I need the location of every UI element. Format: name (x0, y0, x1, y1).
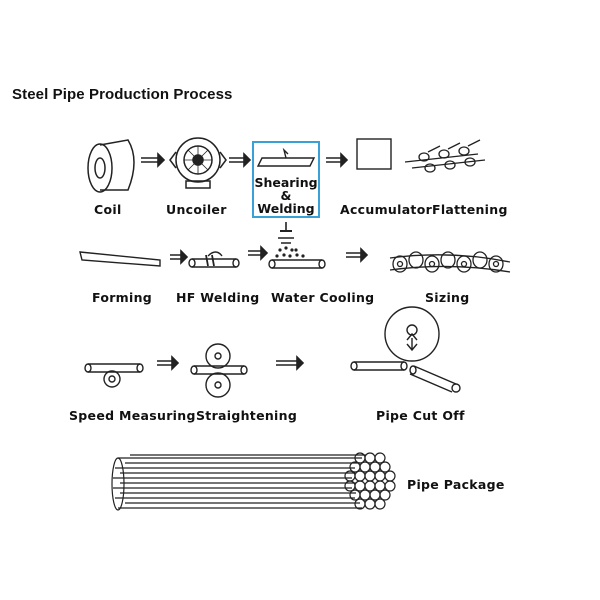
label-water-cooling: Water Cooling (271, 290, 375, 305)
label-flattening: Flattening (432, 202, 508, 217)
flow-arrow (170, 249, 189, 265)
shearing-welding-highlight (252, 141, 320, 218)
label-coil: Coil (94, 202, 122, 217)
flow-arrow (346, 247, 369, 263)
label-forming: Forming (92, 290, 153, 305)
uncoiler-icon (169, 137, 227, 189)
label-speed-measuring: Speed Measuring (69, 408, 196, 423)
flow-arrow (276, 355, 305, 371)
label-pipe-package: Pipe Package (407, 477, 505, 492)
coil-icon (87, 139, 135, 193)
shearing-welding-icon (256, 147, 316, 167)
label-hf-welding: HF Welding (176, 290, 260, 305)
label-welding: Welding (257, 201, 315, 216)
label-accumulator: Accumulator (340, 202, 433, 217)
flow-arrow (248, 245, 269, 261)
water-cooling-icon (268, 237, 326, 269)
label-pipe-cut-off: Pipe Cut Off (376, 408, 465, 423)
flow-arrow (157, 355, 180, 371)
sizing-icon (389, 251, 511, 273)
flattening-icon (404, 139, 486, 173)
label-sizing: Sizing (425, 290, 470, 305)
down-arrow (280, 222, 292, 232)
label-shearing-welding: Shearing & Welding (252, 176, 320, 215)
flow-arrow (326, 152, 349, 168)
forming-icon (79, 251, 161, 267)
label-straightening: Straightening (196, 408, 298, 423)
accumulator-icon (356, 138, 392, 170)
speed-measuring-icon (84, 363, 144, 388)
hf-welding-icon (188, 251, 240, 268)
flow-arrow (229, 152, 252, 168)
pipe-package-icon (111, 452, 396, 511)
pipe-cut-off-icon (350, 306, 461, 393)
flow-arrow (141, 152, 166, 168)
page-title: Steel Pipe Production Process (12, 86, 233, 103)
label-uncoiler: Uncoiler (166, 202, 227, 217)
label-shearing: Shearing (254, 175, 318, 190)
straightening-icon (190, 343, 248, 398)
label-ampersand: & (280, 188, 292, 203)
